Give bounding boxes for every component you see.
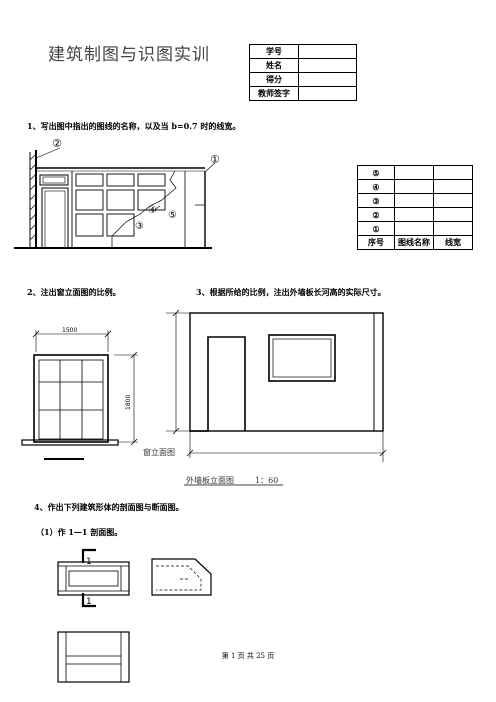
section-drawing-plan (57, 548, 130, 608)
line-legend-table: ⑤ ④ ③ ② ① 序号 图线名称 线宽 (357, 165, 473, 250)
marker-5: ⑤ (168, 210, 177, 221)
marker-3: ③ (135, 221, 144, 232)
window-elevation-drawing (21, 330, 138, 460)
wall-panel-scale: 1：60 (255, 476, 279, 485)
section-label-top: 1 (86, 557, 92, 567)
building-elevation-drawing (14, 147, 216, 249)
window-height-dim: 1800 (125, 395, 132, 410)
marker-1: ① (210, 153, 220, 166)
marker-4: ④ (148, 205, 157, 216)
question-4-sub-1: （1）作 1—1 剖面图。 (36, 527, 123, 537)
section-label-bottom: 1 (86, 597, 92, 607)
window-width-dim: 1500 (62, 327, 77, 334)
section-drawing-side (151, 558, 212, 596)
student-info-table: 学号 姓名 得分 教师签字 (249, 44, 357, 101)
wall-panel-drawing (166, 309, 387, 486)
section-drawing-front (57, 631, 130, 683)
marker-2: ② (52, 137, 62, 150)
question-2-text: 2、注出窗立面图的比例。 (27, 287, 121, 297)
window-elevation-caption: 窗立面图 (143, 448, 175, 457)
page-title: 建筑制图与识图实训 (48, 45, 210, 65)
legend-header: 线宽 (433, 235, 473, 250)
question-3-text: 3、根据所给的比例，注出外墙板长河高的实际尺寸。 (196, 287, 386, 297)
question-1-text: 1、写出图中指出的图线的名称，以及当 b=0.7 时的线宽。 (27, 121, 241, 131)
wall-panel-caption: 外墙板立面图 (186, 476, 234, 485)
teacher-signature-field[interactable] (298, 86, 357, 101)
page-footer: 第 1 页 共 25 页 (221, 652, 275, 660)
question-4-text: 4、作出下列建筑形体的剖面图与断面图。 (34, 502, 184, 512)
